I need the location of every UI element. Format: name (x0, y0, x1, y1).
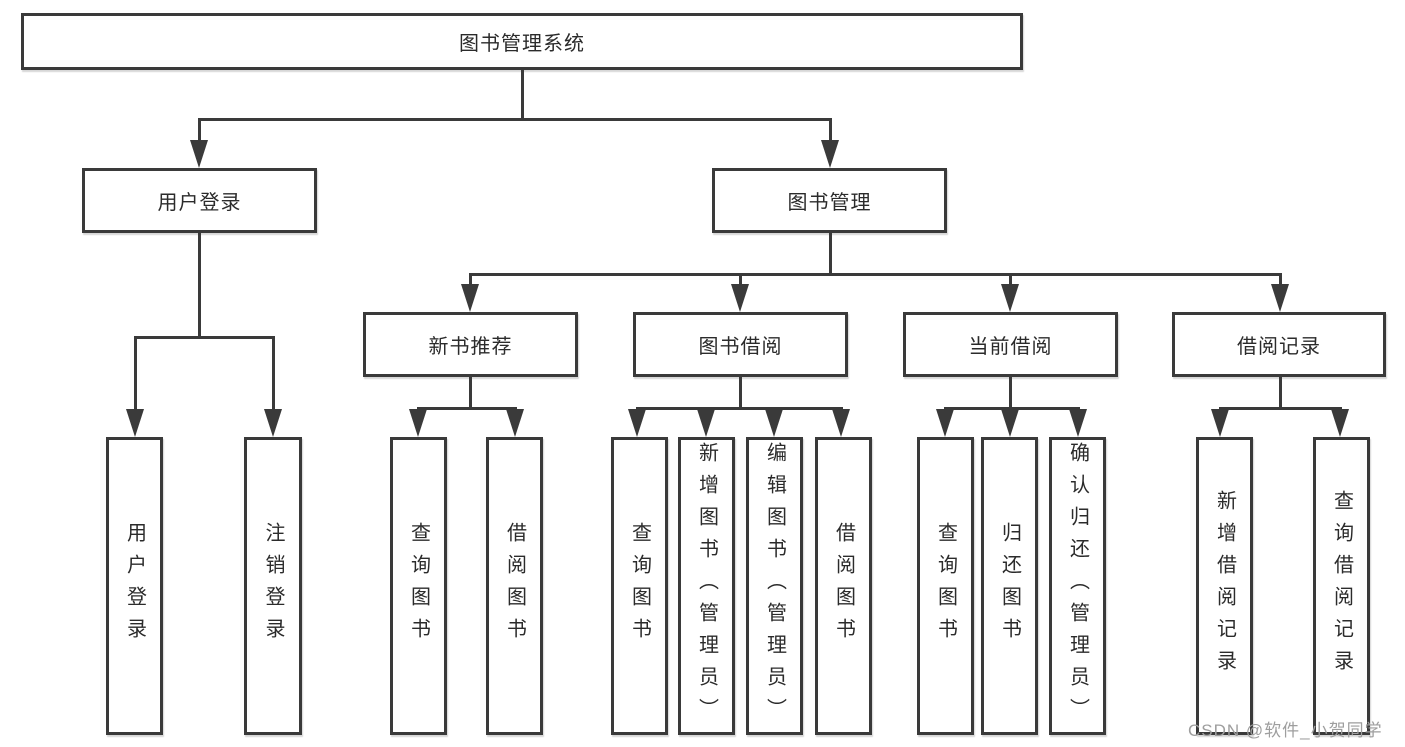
leaf-query-books-borrowing: 查询图书 (611, 437, 668, 735)
leaf-query-borrow-record: 查询借阅记录 (1313, 437, 1370, 735)
arrow-down-icon (1001, 284, 1019, 312)
connector-section-drop (1009, 273, 1012, 289)
node-book-borrowing-label: 图书借阅 (698, 336, 783, 358)
connector-section-stem (1009, 377, 1012, 410)
node-book-management: 图书管理 (712, 168, 947, 233)
csdn-watermark: CSDN @软件_小贺同学 (1188, 721, 1383, 740)
node-current-borrowing-label: 当前借阅 (968, 336, 1053, 358)
connector-section-stem (469, 377, 472, 410)
connector-section-drop (469, 273, 472, 289)
connector-section-bus (636, 407, 842, 410)
connector-section-bus (944, 407, 1080, 410)
node-new-book-recommend: 新书推荐 (363, 312, 578, 377)
connector-user-login-bus (134, 336, 275, 339)
leaf-return-books-label: 归还图书 (998, 522, 1021, 650)
node-root-label: 图书管理系统 (459, 33, 585, 55)
leaf-user-login: 用户登录 (106, 437, 163, 735)
connector-section-drop (1279, 273, 1282, 289)
leaf-edit-books-admin: 编辑图书（管理员） (746, 437, 803, 735)
arrow-down-icon (190, 140, 208, 168)
connector-section-bus (417, 407, 517, 410)
leaf-logout-label: 注销登录 (262, 522, 284, 650)
leaf-borrow-books-borrowing: 借阅图书 (815, 437, 872, 735)
connector-section-drop (739, 273, 742, 289)
leaf-query-books-recommend-label: 查询图书 (407, 522, 430, 650)
node-book-management-label: 图书管理 (787, 192, 872, 214)
arrow-down-icon (765, 409, 783, 437)
leaf-confirm-return-admin-label: 确认归还（管理员） (1066, 442, 1089, 730)
leaf-user-login-label: 用户登录 (123, 522, 146, 650)
leaf-confirm-return-admin: 确认归还（管理员） (1049, 437, 1106, 735)
arrow-down-icon (1271, 284, 1289, 312)
leaf-borrow-books-recommend-label: 借阅图书 (503, 522, 526, 650)
arrow-down-icon (126, 409, 144, 437)
arrow-down-icon (1211, 409, 1229, 437)
connector-book-management-drop (829, 118, 832, 148)
leaf-add-books-admin: 新增图书（管理员） (678, 437, 735, 735)
connector-leaf-drop (134, 336, 137, 414)
leaf-return-books: 归还图书 (981, 437, 1038, 735)
connector-book-management-stem (829, 233, 832, 276)
node-new-book-recommend-label: 新书推荐 (428, 336, 513, 358)
connector-leaf-drop (272, 336, 275, 414)
arrow-down-icon (409, 409, 427, 437)
arrow-down-icon (1331, 409, 1349, 437)
connector-user-login-drop (198, 118, 201, 148)
leaf-add-borrow-record-label: 新增借阅记录 (1213, 490, 1236, 682)
node-user-login-label: 用户登录 (157, 192, 242, 214)
arrow-down-icon (1001, 409, 1019, 437)
connector-user-login-stem (198, 233, 201, 339)
arrow-down-icon (1069, 409, 1087, 437)
arrow-down-icon (936, 409, 954, 437)
leaf-query-books-current-label: 查询图书 (934, 522, 957, 650)
node-current-borrowing: 当前借阅 (903, 312, 1118, 377)
arrow-down-icon (628, 409, 646, 437)
node-borrowing-records: 借阅记录 (1172, 312, 1386, 377)
connector-root-bus (198, 118, 832, 121)
arrow-down-icon (461, 284, 479, 312)
leaf-query-books-borrowing-label: 查询图书 (628, 522, 651, 650)
leaf-logout: 注销登录 (244, 437, 302, 735)
leaf-query-borrow-record-label: 查询借阅记录 (1330, 490, 1353, 682)
leaf-borrow-books-recommend: 借阅图书 (486, 437, 543, 735)
leaf-borrow-books-borrowing-label: 借阅图书 (832, 522, 855, 650)
leaf-query-books-current: 查询图书 (917, 437, 974, 735)
connector-section-stem (1279, 377, 1282, 410)
node-borrowing-records-label: 借阅记录 (1237, 336, 1321, 358)
arrow-down-icon (506, 409, 524, 437)
arrow-down-icon (832, 409, 850, 437)
leaf-add-borrow-record: 新增借阅记录 (1196, 437, 1253, 735)
arrow-down-icon (731, 284, 749, 312)
node-root: 图书管理系统 (21, 13, 1023, 70)
node-user-login: 用户登录 (82, 168, 317, 233)
arrow-down-icon (264, 409, 282, 437)
connector-book-management-bus (469, 273, 1282, 276)
leaf-query-books-recommend: 查询图书 (390, 437, 447, 735)
arrow-down-icon (821, 140, 839, 168)
arrow-down-icon (697, 409, 715, 437)
leaf-add-books-admin-label: 新增图书（管理员） (695, 442, 718, 730)
node-book-borrowing: 图书借阅 (633, 312, 848, 377)
connector-section-stem (739, 377, 742, 410)
leaf-edit-books-admin-label: 编辑图书（管理员） (763, 442, 786, 730)
connector-section-bus (1219, 407, 1342, 410)
connector-root-stem (521, 70, 524, 119)
